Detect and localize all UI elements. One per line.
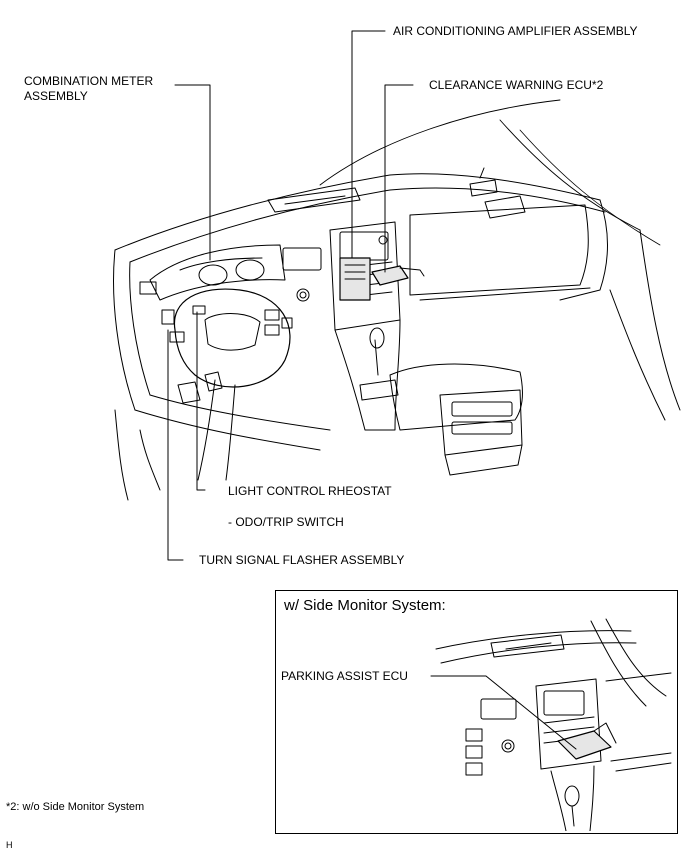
dash-vent-slot (284, 195, 346, 205)
shift-lever (374, 339, 379, 376)
label-combination-meter-line2: ASSEMBLY (24, 89, 88, 103)
inset-side-monitor-system: w/ Side Monitor System: PARKING ASSIST E… (275, 590, 678, 834)
door-line-2 (609, 289, 666, 421)
dashboard-right-face (559, 199, 608, 301)
glovebox-line (419, 287, 591, 301)
leader-turn-signal (167, 329, 184, 561)
leader-light-control (196, 311, 206, 491)
roof-pillar-right-inner (519, 129, 661, 246)
label-parking-assist-ecu: PARKING ASSIST ECU (281, 669, 408, 683)
clearance-ecu-unit (371, 265, 409, 286)
rear-view-mirror (469, 179, 498, 197)
left-dash-panel (113, 249, 136, 411)
label-odo-trip-switch: - ODO/TRIP SWITCH (228, 515, 344, 529)
windshield-outline (319, 99, 561, 186)
parking-assist-ecu-unit (557, 730, 612, 760)
label-clearance-warning-ecu: CLEARANCE WARNING ECU*2 (429, 78, 604, 92)
leader-lines (167, 30, 414, 561)
dash-vent (267, 187, 361, 213)
dashboard-line-drawing (113, 30, 681, 561)
dashboard-top (114, 173, 601, 251)
pedal (177, 381, 201, 404)
corner-mark: H (6, 840, 13, 850)
label-turn-signal-flasher: TURN SIGNAL FLASHER ASSEMBLY (199, 553, 405, 567)
pedal (204, 371, 223, 392)
label-combination-meter-line1: COMBINATION METER (24, 74, 154, 88)
armrest (389, 363, 523, 431)
label-ac-amplifier: AIR CONDITIONING AMPLIFIER ASSEMBLY (393, 24, 638, 38)
inset-title: w/ Side Monitor System: (284, 597, 446, 614)
roof-pillar-right (499, 119, 641, 231)
center-console (334, 319, 401, 431)
passenger-vent (484, 195, 526, 219)
passenger-panel (409, 204, 589, 296)
inset-line-drawing (430, 618, 672, 831)
navigation-screen (282, 247, 322, 271)
leader-ac-amplifier (351, 30, 386, 259)
leader-parking-assist-ecu (430, 675, 577, 750)
leader-combination-meter (174, 84, 211, 261)
dashboard-top-inner (129, 187, 606, 263)
steering-wheel (173, 288, 291, 388)
door-line (639, 229, 681, 411)
steering-column (197, 379, 216, 481)
leader-clearance-ecu (384, 84, 414, 273)
footnote: *2: w/o Side Monitor System (6, 801, 145, 813)
instrument-cluster (149, 244, 286, 301)
label-light-control-rheostat: LIGHT CONTROL RHEOSTAT (228, 484, 392, 498)
rear-vent (451, 401, 513, 417)
